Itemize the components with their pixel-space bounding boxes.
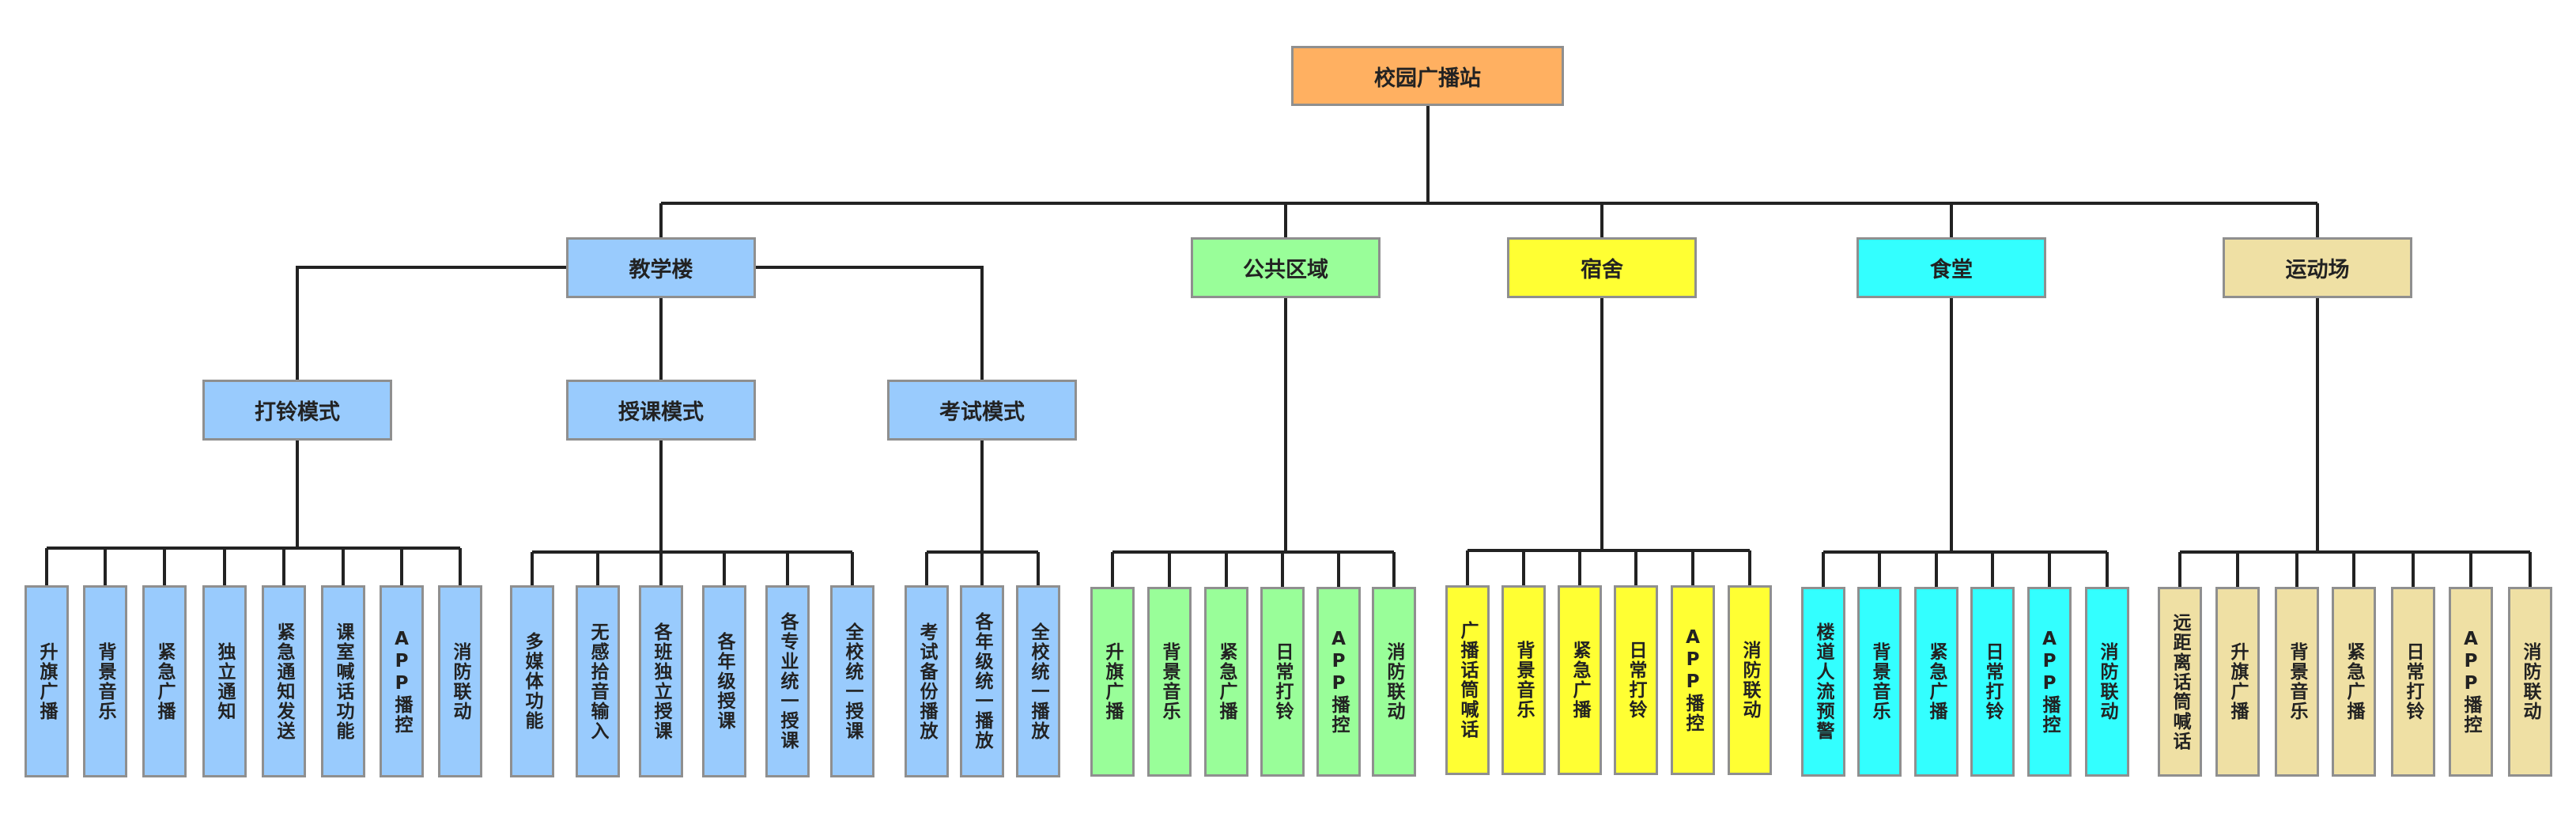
leaf-node: 消防联动 — [438, 585, 482, 777]
branch-teaching-building: 教学楼 — [566, 237, 756, 298]
leaf-node: 日常打铃 — [1970, 587, 2015, 777]
leaf-node: 背景音乐 — [1857, 587, 1902, 777]
leaf-node: APP播控 — [1316, 587, 1361, 777]
leaf-node: APP播控 — [380, 585, 424, 777]
leaf-node: 升旗广播 — [1090, 587, 1135, 777]
leaf-node: APP播控 — [2027, 587, 2072, 777]
branch-sports-field: 运动场 — [2223, 237, 2412, 298]
branch-public-area: 公共区域 — [1191, 237, 1381, 298]
leaf-node: 消防联动 — [2508, 587, 2552, 777]
leaf-node: 独立通知 — [202, 585, 247, 777]
leaf-node: 多媒体功能 — [510, 585, 554, 777]
leaf-node: 楼道人流预警 — [1801, 587, 1845, 777]
leaf-node: 各年级统一播放 — [960, 585, 1004, 777]
root-node: 校园广播站 — [1291, 46, 1564, 106]
mode-bell: 打铃模式 — [202, 380, 392, 441]
leaf-node: 全校统一播放 — [1016, 585, 1060, 777]
branch-canteen: 食堂 — [1856, 237, 2046, 298]
leaf-node: 广播话筒喊话 — [1445, 585, 1490, 775]
leaf-node: 背景音乐 — [2275, 587, 2319, 777]
leaf-node: 紧急广播 — [1558, 585, 1602, 775]
leaf-node: 课室喊话功能 — [321, 585, 365, 777]
leaf-node: 紧急广播 — [1914, 587, 1958, 777]
leaf-node: 各专业统一授课 — [765, 585, 810, 777]
leaf-node: 无感拾音输入 — [576, 585, 620, 777]
leaf-node: APP播控 — [1671, 585, 1715, 775]
leaf-node: APP播控 — [2449, 587, 2493, 777]
leaf-node: 紧急广播 — [2332, 587, 2376, 777]
leaf-node: 紧急广播 — [1204, 587, 1248, 777]
leaf-node: 全校统一授课 — [830, 585, 874, 777]
leaf-node: 紧急通知发送 — [262, 585, 306, 777]
leaf-node: 紧急广播 — [142, 585, 187, 777]
leaf-node: 背景音乐 — [1501, 585, 1546, 775]
leaf-node: 日常打铃 — [1614, 585, 1658, 775]
leaf-node: 消防联动 — [2085, 587, 2129, 777]
leaf-node: 升旗广播 — [2215, 587, 2260, 777]
leaf-node: 远距离话筒喊话 — [2158, 587, 2202, 777]
leaf-node: 消防联动 — [1372, 587, 1416, 777]
leaf-node: 日常打铃 — [1260, 587, 1305, 777]
leaf-node: 消防联动 — [1728, 585, 1772, 775]
leaf-node: 背景音乐 — [83, 585, 127, 777]
mode-exam: 考试模式 — [887, 380, 1077, 441]
mode-teaching: 授课模式 — [566, 380, 756, 441]
leaf-node: 升旗广播 — [25, 585, 69, 777]
leaf-node: 考试备份播放 — [905, 585, 949, 777]
leaf-node: 日常打铃 — [2391, 587, 2435, 777]
branch-dormitory: 宿舍 — [1507, 237, 1697, 298]
leaf-node: 各年级授课 — [702, 585, 746, 777]
leaf-node: 各班独立授课 — [639, 585, 683, 777]
leaf-node: 背景音乐 — [1147, 587, 1192, 777]
